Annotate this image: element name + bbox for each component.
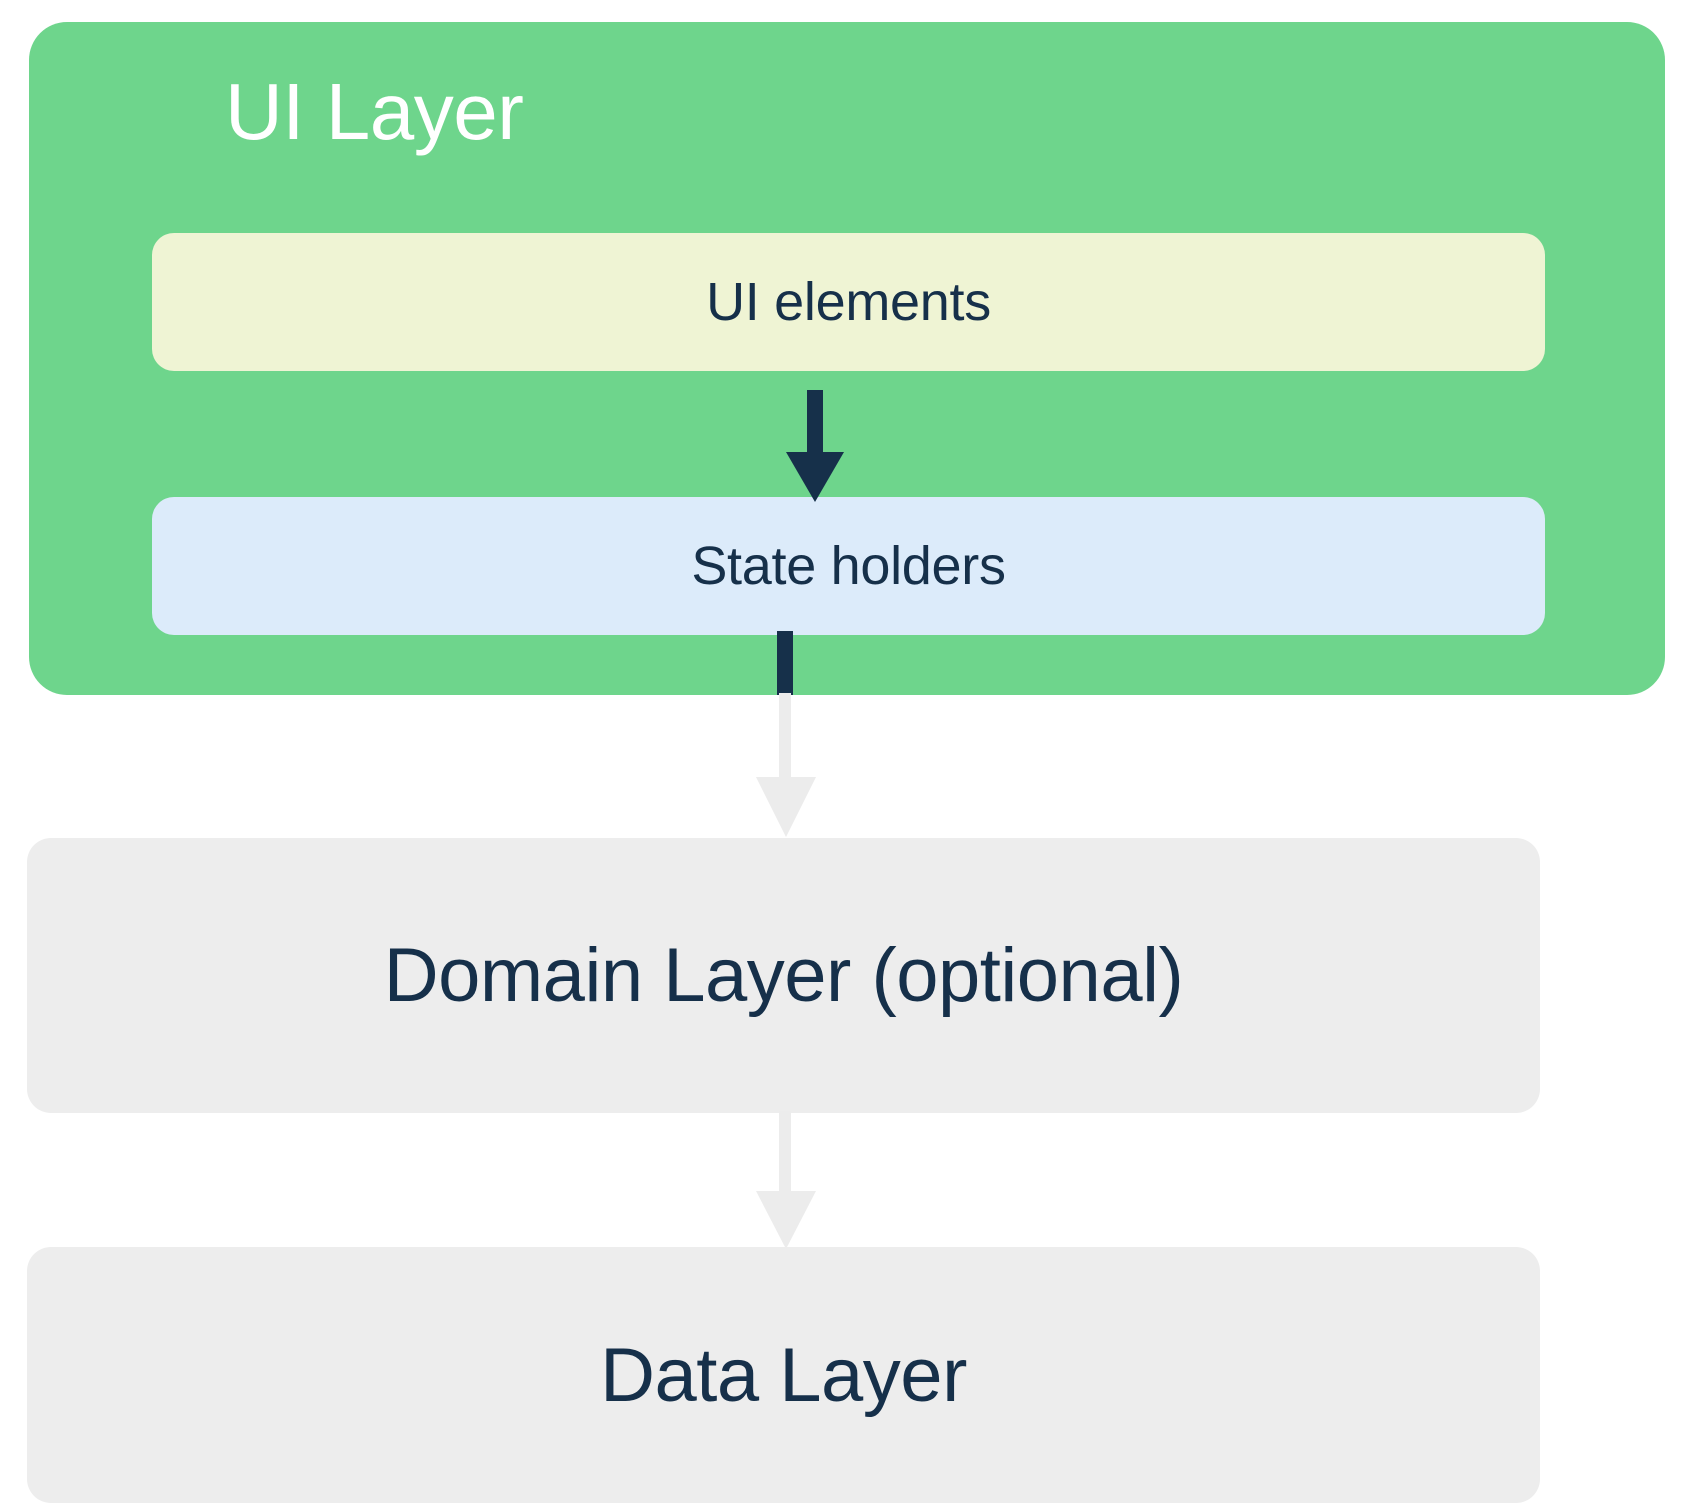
state-holders-box[interactable]: State holders [152, 497, 1545, 635]
ui-layer-title: UI Layer [225, 67, 524, 156]
arrow-ui-elements-to-state-holders-icon [786, 390, 844, 502]
data-layer-box[interactable]: Data Layer [27, 1247, 1540, 1503]
domain-layer-box[interactable]: Domain Layer (optional) [27, 838, 1540, 1113]
arrow-state-holders-to-domain-layer-icon [756, 631, 816, 837]
data-layer-label: Data Layer [600, 1332, 967, 1418]
ui-elements-label: UI elements [706, 272, 991, 332]
ui-layer-container: UI Layer UI elements State holders [29, 22, 1665, 695]
arrow-domain-layer-to-data-layer-icon [756, 1111, 816, 1249]
domain-layer-label: Domain Layer (optional) [383, 933, 1184, 1018]
state-holders-label: State holders [691, 536, 1006, 596]
ui-elements-box[interactable]: UI elements [152, 233, 1545, 371]
